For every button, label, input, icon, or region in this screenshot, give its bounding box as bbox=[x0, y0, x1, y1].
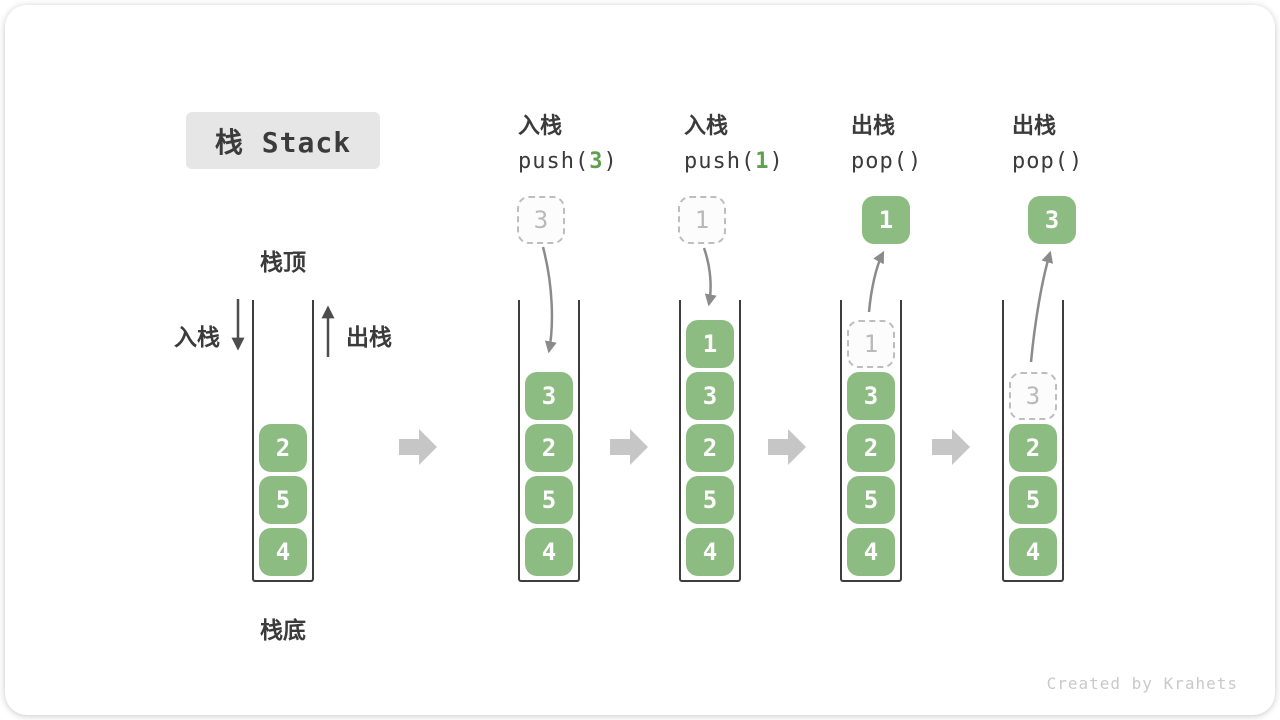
stack-container-push1: 1 3 2 5 4 bbox=[679, 300, 741, 582]
code-close: ) bbox=[907, 149, 923, 174]
code-fn: push( bbox=[518, 149, 590, 174]
op-code: push(3) bbox=[518, 149, 678, 174]
op-label: 出栈 bbox=[1012, 114, 1057, 139]
stack-item: 4 bbox=[259, 528, 307, 576]
page-title: 栈 Stack bbox=[214, 125, 352, 159]
code-close: ) bbox=[1068, 149, 1084, 174]
stack-item: 4 bbox=[1009, 528, 1057, 576]
stack-item: 4 bbox=[525, 528, 573, 576]
stack-item-removed: 3 bbox=[1009, 372, 1057, 420]
stack-item: 3 bbox=[525, 372, 573, 420]
stage-header-push1: 入栈 push(1) bbox=[684, 108, 844, 174]
code-close: ) bbox=[603, 149, 618, 174]
op-code: pop() bbox=[851, 149, 1011, 174]
stack-container-initial: 2 5 4 bbox=[252, 300, 314, 582]
stage-header-push3: 入栈 push(3) bbox=[518, 108, 678, 174]
stack-bottom-label: 栈底 bbox=[260, 618, 306, 644]
stack-item: 5 bbox=[1009, 476, 1057, 524]
stack-item-removed: 1 bbox=[847, 320, 895, 368]
pop-direction-label: 出栈 bbox=[346, 325, 392, 351]
stack-top-label: 栈顶 bbox=[260, 250, 306, 276]
stack-item: 3 bbox=[686, 372, 734, 420]
stack-item: 2 bbox=[1009, 424, 1057, 472]
stack-item: 4 bbox=[847, 528, 895, 576]
popped-item: 3 bbox=[1028, 196, 1076, 244]
code-fn: pop( bbox=[851, 149, 908, 174]
code-fn: pop( bbox=[1012, 149, 1069, 174]
stack-item: 2 bbox=[847, 424, 895, 472]
pending-item: 3 bbox=[517, 196, 565, 244]
op-label: 入栈 bbox=[684, 114, 729, 139]
stack-item: 1 bbox=[686, 320, 734, 368]
popped-item: 1 bbox=[862, 196, 910, 244]
op-code: pop() bbox=[1012, 149, 1172, 174]
title-badge: 栈 Stack bbox=[186, 112, 380, 169]
stack-item: 2 bbox=[259, 424, 307, 472]
op-label: 出栈 bbox=[851, 114, 896, 139]
stack-item: 3 bbox=[847, 372, 895, 420]
stage-header-pop3: 出栈 pop() bbox=[1012, 108, 1172, 174]
code-fn: push( bbox=[684, 149, 756, 174]
watermark: Created by Krahets bbox=[1046, 674, 1238, 693]
op-code: push(1) bbox=[684, 149, 844, 174]
stage-header-pop1: 出栈 pop() bbox=[851, 108, 1011, 174]
op-label: 入栈 bbox=[518, 114, 563, 139]
stack-item: 4 bbox=[686, 528, 734, 576]
push-direction-label: 入栈 bbox=[174, 325, 220, 351]
stack-item: 5 bbox=[525, 476, 573, 524]
stack-container-push3: 3 2 5 4 bbox=[518, 300, 580, 582]
stack-item: 2 bbox=[525, 424, 573, 472]
stack-item: 5 bbox=[847, 476, 895, 524]
stack-container-pop3: 3 2 5 4 bbox=[1002, 300, 1064, 582]
code-close: ) bbox=[769, 149, 784, 174]
stack-item: 5 bbox=[259, 476, 307, 524]
code-arg: 1 bbox=[755, 149, 770, 174]
stack-item: 2 bbox=[686, 424, 734, 472]
stack-item: 5 bbox=[686, 476, 734, 524]
code-arg: 3 bbox=[589, 149, 604, 174]
stack-container-pop1: 1 3 2 5 4 bbox=[840, 300, 902, 582]
pending-item: 1 bbox=[678, 196, 726, 244]
